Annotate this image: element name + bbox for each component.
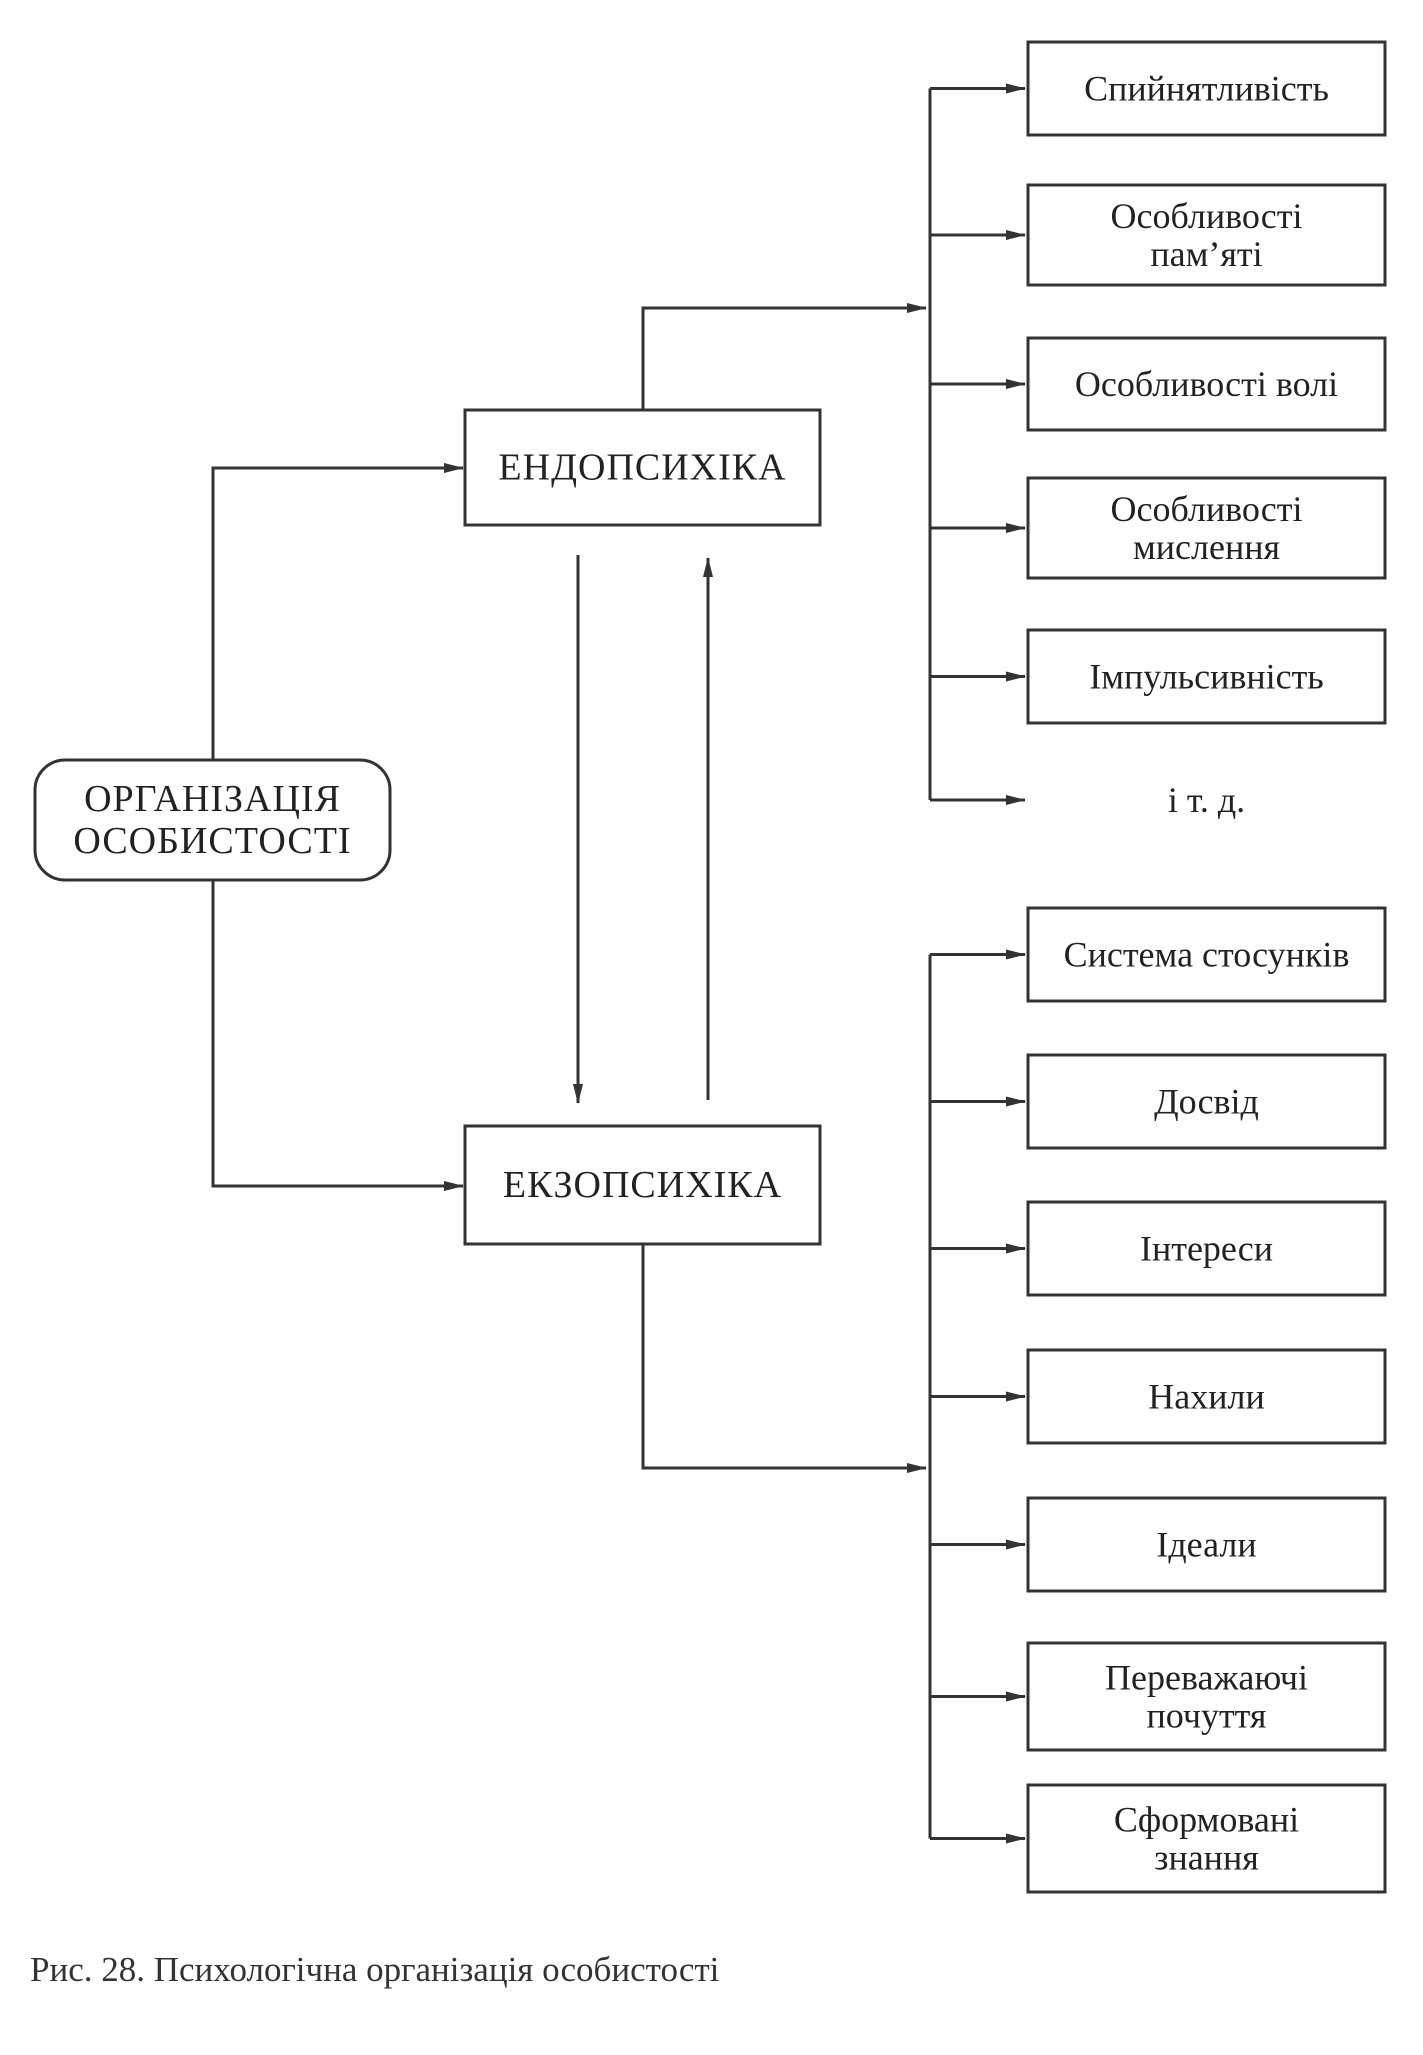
exo-item-label-line: Сформовані (1114, 1800, 1299, 1840)
exo-item-label: Система стосунків (1064, 935, 1350, 975)
exo-item-label-line: почуття (1147, 1696, 1267, 1736)
endo-item-box (1026, 628, 1387, 725)
exo-item-label-line: Переважаючі (1105, 1658, 1308, 1698)
exo-item-label-line: Досвід (1154, 1082, 1259, 1122)
exo-item-box (1026, 1496, 1387, 1593)
endo-item-label-line: Імпульсивність (1089, 657, 1323, 697)
endo-item-label-line: і т. д. (1168, 780, 1245, 820)
root-node-label-line: ОРГАНІЗАЦІЯ (84, 778, 341, 820)
endo-item-label: Спийнятливість (1084, 69, 1329, 109)
exo-item-label: Нахили (1148, 1377, 1264, 1417)
connectors (211, 83, 1026, 1844)
endo-item-box (1026, 476, 1387, 580)
root-node-box (33, 758, 392, 882)
exo-item-box (1026, 1200, 1387, 1297)
endo-item-label: Особливості волі (1075, 364, 1338, 404)
exo-item-label-line: Інтереси (1140, 1229, 1273, 1269)
root-to-endopsyche-arrow (211, 463, 464, 760)
endo-item-label-line: мислення (1133, 527, 1280, 567)
exopsyche-node-label: ЕКЗОПСИХІКА (503, 1164, 782, 1206)
exo-item-box (1026, 906, 1387, 1003)
exo-item-box (1026, 1783, 1387, 1894)
exo-item-box (1026, 1053, 1387, 1150)
exo-feed-arrow (641, 1244, 927, 1473)
endopsyche-node-label: ЕНДОПСИХІКА (498, 447, 786, 489)
exo-item-label-line: знання (1154, 1838, 1259, 1878)
endo-item-box (1026, 183, 1387, 287)
endo-item-label-line: Особливості (1111, 196, 1303, 236)
endopsyche-node-box (463, 408, 822, 527)
endo-item-label-line: Особливості (1111, 489, 1303, 529)
endo-item-label-line: пам’яті (1150, 234, 1262, 274)
exo-item-label-line: Ідеали (1156, 1525, 1256, 1565)
exo-item-label: Досвід (1154, 1082, 1259, 1122)
root-node-label-line: ОСОБИСТОСТІ (73, 820, 351, 862)
exo-item-label-line: Нахили (1148, 1377, 1264, 1417)
endo-item-box (1026, 336, 1387, 432)
exo-item-label-line: Система стосунків (1064, 935, 1350, 975)
exo-item-box (1026, 1641, 1387, 1752)
endo-feed-arrow (641, 303, 927, 410)
endo-item-label-line: Особливості волі (1075, 364, 1338, 404)
exopsyche-node-box (463, 1124, 822, 1246)
figure-caption: Рис. 28. Психологічна організація особис… (30, 1950, 720, 1989)
endo-item-label: і т. д. (1168, 780, 1245, 820)
exo-item-label: Ідеали (1156, 1525, 1256, 1565)
exo-item-box (1026, 1348, 1387, 1445)
root-to-exopsyche-arrow (211, 880, 464, 1191)
endo-item-label-line: Спийнятливість (1084, 69, 1329, 109)
endo-item-label: Імпульсивність (1089, 657, 1323, 697)
endo-item-box (1026, 40, 1387, 137)
exo-item-label: Інтереси (1140, 1229, 1273, 1269)
